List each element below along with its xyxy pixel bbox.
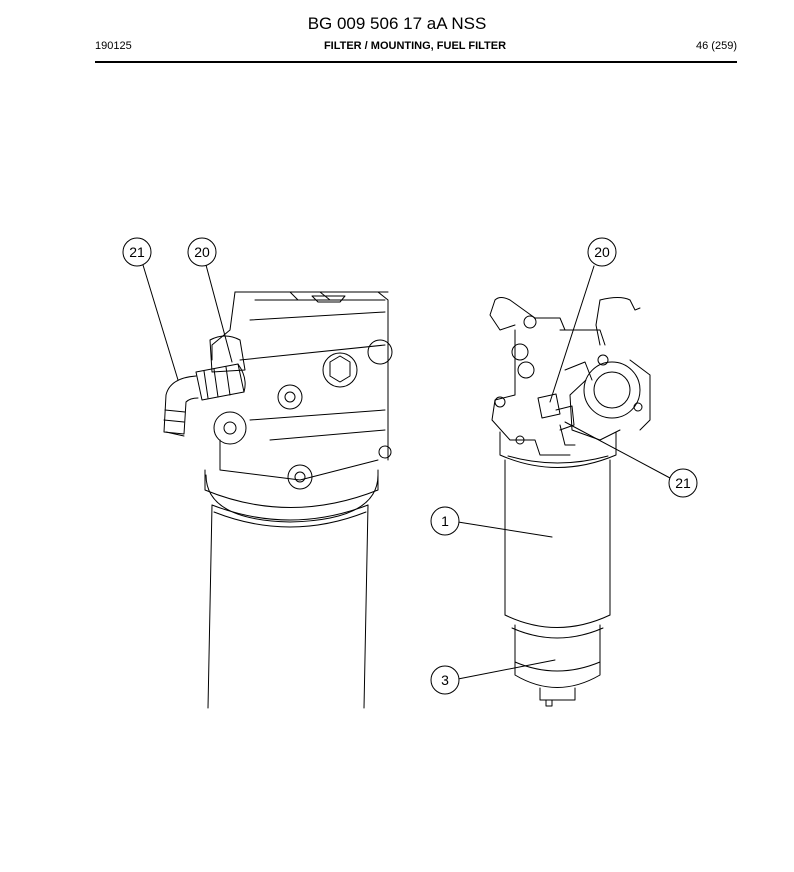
callout-21-left: 21 <box>122 237 152 267</box>
document-code: 190125 <box>95 40 132 52</box>
leader-lines <box>142 264 671 680</box>
svg-text:20: 20 <box>194 244 210 260</box>
right-assembly-view <box>489 297 651 707</box>
svg-text:20: 20 <box>594 244 610 260</box>
svg-text:3: 3 <box>441 672 449 688</box>
left-detail-view <box>163 291 393 709</box>
header-rule <box>95 61 737 63</box>
callout-21-right: 21 <box>668 468 698 498</box>
svg-text:1: 1 <box>441 513 449 529</box>
callout-3: 3 <box>430 665 460 695</box>
callout-20-right: 20 <box>587 237 617 267</box>
callout-1: 1 <box>430 506 460 536</box>
page-number: 46 (259) <box>696 40 737 52</box>
section-subtitle: FILTER / MOUNTING, FUEL FILTER <box>323 40 507 52</box>
callout-20-left: 20 <box>187 237 217 267</box>
svg-text:21: 21 <box>675 475 691 491</box>
document-title: BG 009 506 17 aA NSS <box>307 14 487 33</box>
svg-text:21: 21 <box>129 244 145 260</box>
